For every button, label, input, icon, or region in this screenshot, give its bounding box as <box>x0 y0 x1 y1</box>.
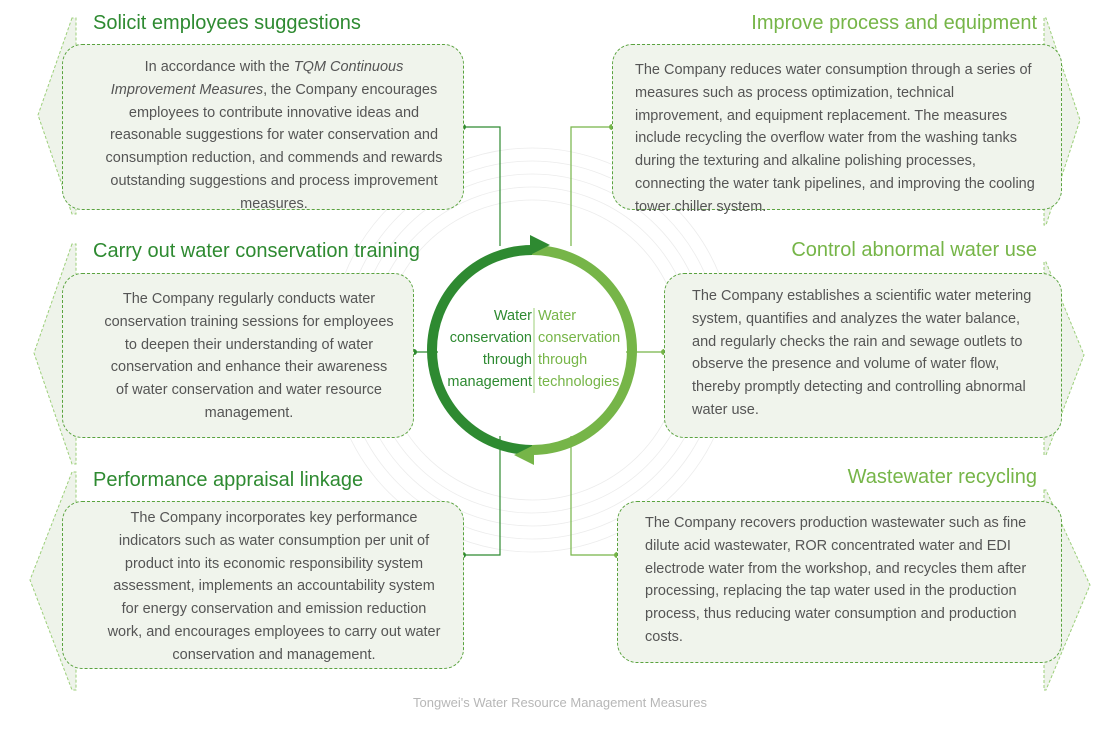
title-water-training: Carry out water conservation training <box>93 240 420 262</box>
text-solicit-suggestions: In accordance with the TQM Continuous Im… <box>105 59 443 212</box>
title-control-abnormal: Control abnormal water use <box>791 239 1037 261</box>
center-label-technologies: Water conservation through technologies <box>538 308 621 390</box>
box-wastewater-recycling: The Company recovers production wastewat… <box>617 501 1062 663</box>
title-solicit-suggestions: Solicit employees suggestions <box>93 12 361 34</box>
title-wastewater-recycling: Wastewater recycling <box>847 466 1037 488</box>
title-performance-appraisal: Performance appraisal linkage <box>93 469 364 491</box>
text-water-training: The Company regularly conducts water con… <box>104 291 394 421</box>
connector-process <box>570 126 612 246</box>
box-water-training: The Company regularly conducts water con… <box>62 273 414 438</box>
text-control-abnormal: The Company establishes a scientific wat… <box>692 288 1032 418</box>
box-performance-appraisal: The Company incorporates key performance… <box>62 501 464 669</box>
cycle-arrow-head-bottom <box>514 445 534 465</box>
cycle-arc-technologies <box>531 245 637 455</box>
text-performance-appraisal: The Company incorporates key performance… <box>107 510 441 663</box>
text-wastewater-recycling: The Company recovers production wastewat… <box>645 515 1027 645</box>
box-control-abnormal: The Company establishes a scientific wat… <box>664 273 1062 438</box>
connector-solicit <box>463 126 501 246</box>
box-improve-process: The Company reduces water consumption th… <box>612 44 1062 215</box>
cycle-arc-management <box>427 245 533 455</box>
connector-recycling <box>570 436 617 556</box>
text-improve-process: The Company reduces water consumption th… <box>635 62 1035 215</box>
cycle-arrow-head-top <box>530 235 550 255</box>
center-label-management: Water conservation through management <box>447 308 532 390</box>
connector-appraisal <box>463 436 501 556</box>
figure-caption: Tongwei's Water Resource Management Meas… <box>413 695 707 710</box>
box-solicit-suggestions: In accordance with the TQM Continuous Im… <box>62 44 464 212</box>
title-improve-process: Improve process and equipment <box>751 12 1037 34</box>
